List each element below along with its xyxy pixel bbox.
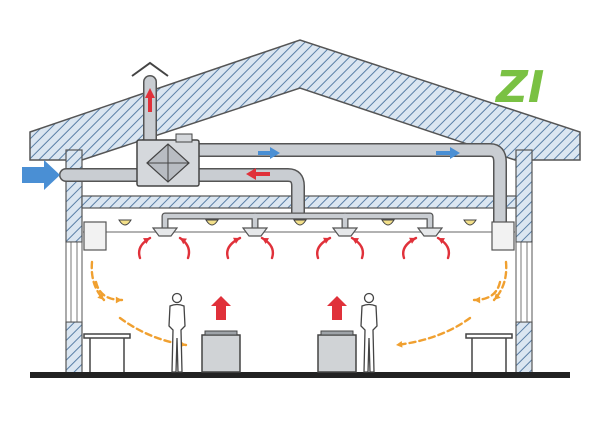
supply-direction-arrow-icon [258, 147, 280, 159]
ceiling-light-icon [381, 219, 395, 226]
supply-air-flow-arrow-icon [492, 260, 508, 302]
warm-air-rise-arrow-icon [211, 296, 231, 320]
rising-air-arrow-icon [316, 236, 332, 260]
chimney-cap-icon [131, 61, 169, 77]
heat-source-icon-right [317, 330, 357, 373]
left-wall-lower [65, 321, 83, 375]
ceiling-diffuser-icon [331, 227, 359, 237]
ceiling-diffuser-icon [241, 227, 269, 237]
right-wall-lower [515, 321, 533, 375]
floor [30, 372, 570, 378]
rising-air-arrow-icon [402, 236, 418, 260]
warm-air-rise-arrow-icon [327, 296, 347, 320]
supply-air-flow-arrow-icon [394, 316, 472, 348]
ceiling-diffuser-icon [416, 227, 444, 237]
table-icon-left [83, 333, 131, 372]
wall-diffuser-left [83, 221, 107, 251]
right-window [515, 241, 533, 323]
ceiling-diffusers [151, 227, 444, 237]
ceiling-light-icon [293, 219, 307, 226]
ceiling-light-icon [205, 219, 219, 226]
logo: ZI [494, 62, 544, 113]
table-icon-right [465, 333, 513, 372]
person-icon [168, 292, 186, 373]
extract-direction-arrow-icon [246, 168, 270, 180]
supply-direction-arrow-icon [436, 147, 460, 159]
roof [29, 39, 581, 161]
supply-air-flow-arrow-icon [472, 280, 502, 304]
rising-air-arrow-icon [260, 236, 275, 260]
heat-recovery-unit-icon [136, 133, 200, 187]
left-wall-upper [65, 149, 83, 243]
rising-air-arrow-icon [226, 236, 242, 260]
rising-air-arrow-icon [436, 236, 451, 260]
ceiling-light-icon [463, 219, 477, 226]
rising-air-arrow-icon [178, 236, 191, 260]
occupants [168, 292, 378, 373]
left-window [65, 241, 83, 323]
ceiling-light-icon [118, 219, 132, 226]
right-wall-upper [515, 149, 533, 243]
airflow-arrows [22, 88, 508, 348]
person-icon [360, 292, 378, 373]
duct-network [59, 75, 507, 232]
ceiling-diffuser-icon [151, 227, 179, 237]
heat-source-icon-left [201, 330, 241, 373]
supply-air-flow-arrow-icon [94, 280, 124, 304]
exhaust-arrow-icon [145, 88, 155, 112]
fresh-air-arrow-icon [22, 160, 60, 190]
wall-diffuser-right [491, 221, 515, 251]
ceiling-lights [118, 219, 477, 226]
rising-air-arrow-icon [137, 236, 152, 260]
rising-air-arrow-icon [350, 236, 365, 260]
